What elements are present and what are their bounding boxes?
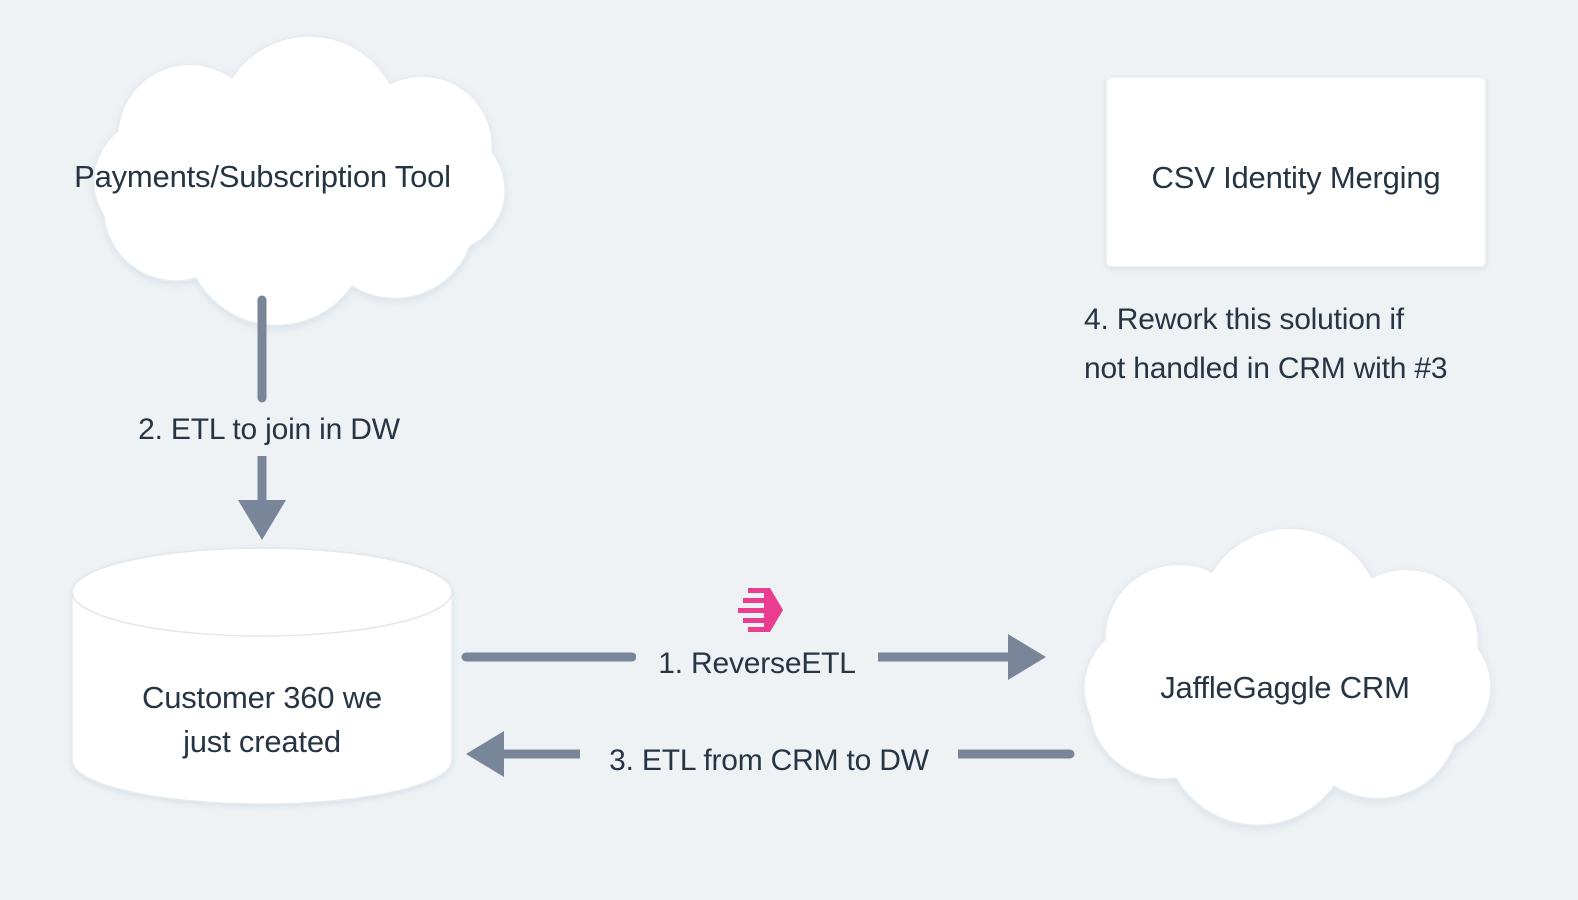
edge-label-etl-from-crm: 3. ETL from CRM to DW <box>580 735 958 787</box>
node-customer-360-warehouse[interactable] <box>71 547 453 805</box>
edge-reverse-etl <box>461 634 1046 680</box>
node-jafflegaggle-crm[interactable] <box>1083 527 1492 826</box>
edge-etl-to-join <box>238 295 286 540</box>
node-payments-tool[interactable] <box>92 35 506 327</box>
hightouch-hexagon-icon <box>734 586 786 634</box>
edge-label-etl-to-join: 2. ETL to join in DW <box>108 404 430 456</box>
node-csv-identity-merging[interactable] <box>1105 76 1487 268</box>
note-rework-solution: 4. Rework this solution if not handled i… <box>1084 303 1448 385</box>
edge-etl-from-crm <box>466 731 1075 777</box>
edge-label-reverse-etl: 1. ReverseETL <box>636 638 878 690</box>
